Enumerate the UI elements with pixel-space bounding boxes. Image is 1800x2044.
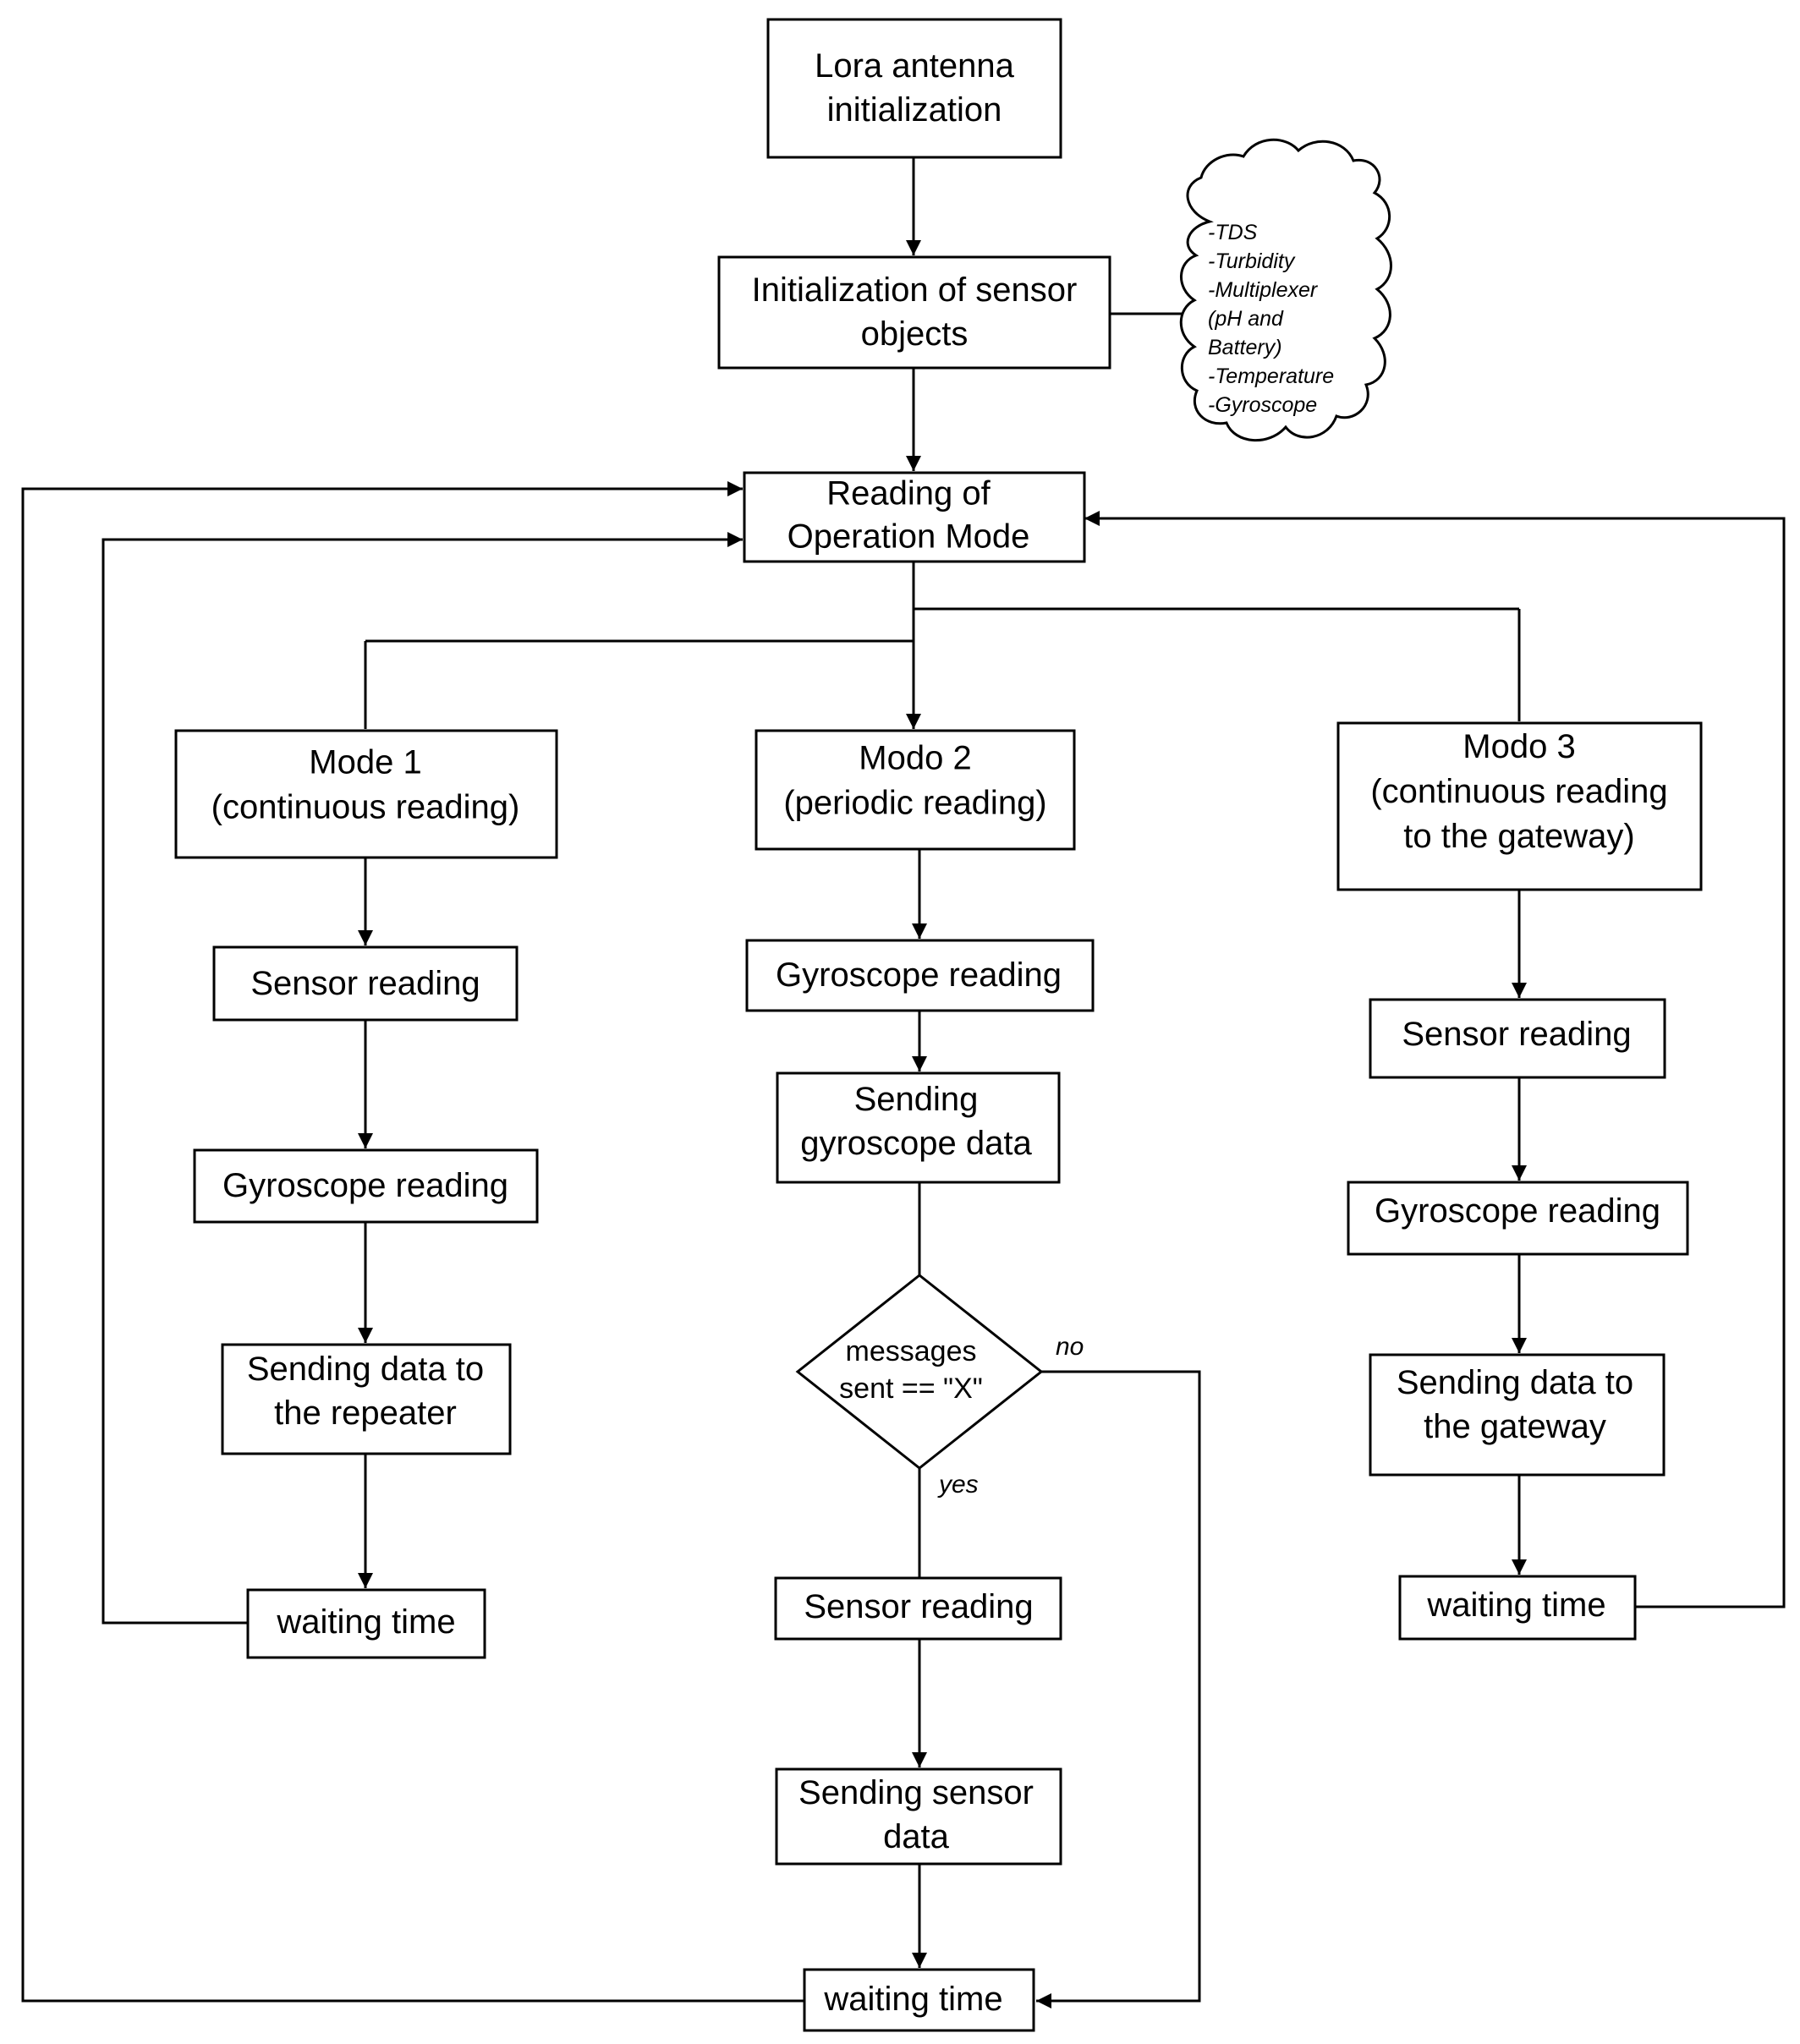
node-m2-wait-text: waiting time [823, 1981, 1002, 2018]
node-mode1-text: Mode 1 (continuous reading) [211, 744, 520, 826]
node-text-line: Gyroscope reading [222, 1167, 508, 1204]
node-text-line: (continuous reading) [211, 789, 520, 826]
node-lora-init: Lora antenna initialization [766, 18, 1062, 159]
node-text-line: the gateway [1424, 1408, 1606, 1445]
node-text-line: Sending sensor [798, 1774, 1034, 1811]
node-m2-sensor: Sensor reading [774, 1576, 1062, 1641]
node-m2-sensor-text: Sensor reading [804, 1588, 1033, 1625]
node-text-line: Sending data to [247, 1351, 484, 1388]
node-m3-wait: waiting time [1398, 1575, 1637, 1641]
node-text-line: Operation Mode [788, 518, 1030, 556]
edge-m3-wait-loop [1084, 511, 1786, 1608]
node-sensor-init-text: Initialization of sensor objects [752, 271, 1078, 353]
sensor-note-line: -TDS [1208, 221, 1258, 244]
node-text-line: Modo 2 [859, 740, 971, 777]
node-text-line: to the gateway) [1403, 818, 1635, 855]
node-text-line: (periodic reading) [783, 785, 1046, 822]
node-m1-send-text: Sending data to the repeater [247, 1351, 484, 1432]
cloud-shape [1179, 138, 1392, 441]
node-text-line: (continuous reading [1370, 773, 1667, 810]
node-text-line: Reading of [826, 475, 991, 512]
node-m2-send-sensor-text: Sending sensor data [798, 1774, 1034, 1855]
node-m3-gyro-text: Gyroscope reading [1375, 1192, 1660, 1230]
sensor-note-line: -Turbidity [1208, 249, 1296, 273]
node-text-line: waiting time [823, 1981, 1002, 2018]
sensor-note-lines: -TDS -Turbidity -Multiplexer (pH andBattery… [1208, 221, 1334, 417]
node-text-line: messages [846, 1335, 977, 1367]
node-text-line: the repeater [274, 1395, 457, 1432]
node-lora-init-text: Lora antenna initialization [815, 47, 1015, 129]
node-text-line: initialization [827, 91, 1002, 129]
node-m3-gyro: Gyroscope reading [1347, 1181, 1689, 1256]
node-mode3-text: Modo 3 (continuous reading to the gateway) [1370, 728, 1667, 855]
node-m2-decision-text: messages sent == "X" [839, 1335, 983, 1405]
node-text-line: objects [861, 315, 969, 353]
sensor-note-cloud: -TDS -Turbidity -Multiplexer (pH andBattery… [1179, 138, 1392, 441]
sensor-note-line: -Temperature [1208, 364, 1334, 388]
node-m3-send-text: Sending data to the gateway [1397, 1364, 1633, 1445]
edge-label-yes: yes [937, 1471, 979, 1499]
node-text-line: Sensor reading [250, 965, 480, 1002]
node-text-line: waiting time [276, 1603, 455, 1641]
node-m1-gyro: Gyroscope reading [193, 1148, 539, 1224]
node-mode3: Modo 3 (continuous reading to the gateway) [1336, 721, 1703, 891]
node-text-line: Mode 1 [309, 744, 421, 781]
node-text-line: Sensor reading [1402, 1016, 1631, 1053]
node-text-line: Gyroscope reading [1375, 1192, 1660, 1230]
node-text-line: gyroscope data [800, 1125, 1032, 1162]
edge-decision-no [1036, 1370, 1201, 2008]
node-m1-gyro-text: Gyroscope reading [222, 1167, 508, 1204]
node-m3-wait-text: waiting time [1426, 1586, 1605, 1624]
node-m3-sensor-text: Sensor reading [1402, 1016, 1631, 1053]
sensor-note-line: (pH and [1208, 307, 1284, 331]
node-m2-send-gyro-text: Sending gyroscope data [800, 1081, 1032, 1162]
node-m2-wait: waiting time [803, 1968, 1035, 2032]
node-m2-gyro: Gyroscope reading [745, 939, 1095, 1012]
edge-m2-wait-loop [21, 481, 804, 2003]
node-text-line: Initialization of sensor [752, 271, 1078, 309]
node-text-line: data [883, 1818, 950, 1855]
node-read-mode-text: Reading of Operation Mode [788, 475, 1030, 556]
node-text-line: sent == "X" [839, 1373, 983, 1405]
node-m2-send-gyro: Sending gyroscope data [776, 1071, 1061, 1184]
sensor-note-line: -Multiplexer [1208, 278, 1319, 302]
node-text-line: Sending data to [1397, 1364, 1633, 1401]
edge-m1-wait-loop [102, 532, 743, 1625]
sensor-note-line: Battery) [1208, 336, 1282, 359]
node-mode1: Mode 1 (continuous reading) [174, 729, 558, 859]
node-text-line: Sending [854, 1081, 979, 1118]
node-text-line: Lora antenna [815, 47, 1015, 85]
node-m1-send: Sending data to the repeater [221, 1343, 512, 1455]
edges [21, 157, 1786, 2008]
node-m2-gyro-text: Gyroscope reading [776, 956, 1062, 994]
node-m1-sensor-text: Sensor reading [250, 965, 480, 1002]
node-mode2-text: Modo 2 (periodic reading) [783, 740, 1046, 822]
node-sensor-init: Initialization of sensor objects [717, 255, 1111, 370]
node-m3-send: Sending data to the gateway [1369, 1353, 1666, 1477]
node-m2-decision: messages sent == "X" [795, 1274, 1044, 1470]
node-m1-wait-text: waiting time [276, 1603, 455, 1641]
node-m1-sensor: Sensor reading [212, 945, 519, 1022]
node-text-line: Gyroscope reading [776, 956, 1062, 994]
node-read-mode: Reading of Operation Mode [743, 471, 1086, 563]
nodes: Lora antenna initialization Initializatio… [174, 18, 1703, 2032]
node-mode2: Modo 2 (periodic reading) [755, 729, 1076, 851]
sensor-note-line: -Gyroscope [1208, 393, 1317, 417]
node-m2-send-sensor: Sending sensor data [775, 1767, 1062, 1866]
node-m1-wait: waiting time [246, 1588, 486, 1659]
edge-label-no: no [1056, 1333, 1084, 1361]
node-m3-sensor: Sensor reading [1369, 998, 1666, 1079]
node-text-line: Modo 3 [1462, 728, 1575, 765]
node-text-line: Sensor reading [804, 1588, 1033, 1625]
node-text-line: waiting time [1426, 1586, 1605, 1624]
